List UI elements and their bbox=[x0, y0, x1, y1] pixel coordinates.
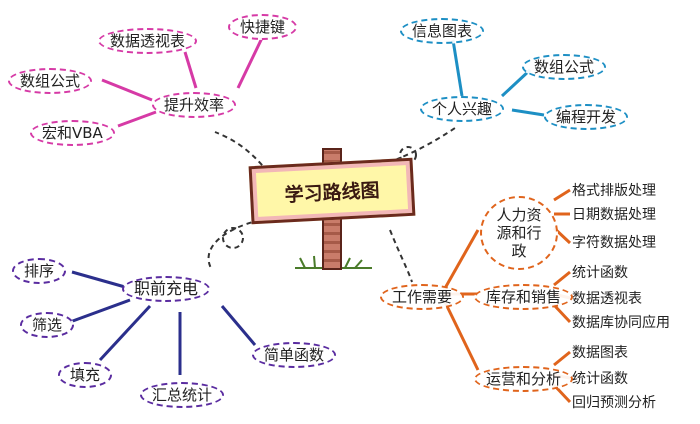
node-infographic: 信息图表 bbox=[400, 18, 485, 44]
hr-item-string: 字符数据处理 bbox=[572, 235, 656, 251]
node-array-formula-2: 数组公式 bbox=[522, 54, 607, 80]
node-interest: 个人兴趣 bbox=[420, 96, 505, 122]
node-simple-func: 简单函数 bbox=[252, 342, 337, 368]
sales-item-pivot: 数据透视表 bbox=[572, 291, 642, 307]
center-sign: 学习路线图 bbox=[248, 157, 416, 225]
hr-item-date: 日期数据处理 bbox=[572, 207, 656, 223]
node-precareer: 职前充电 bbox=[122, 276, 211, 302]
sales-item-stat: 统计函数 bbox=[572, 265, 628, 281]
node-pivot-table: 数据透视表 bbox=[98, 28, 198, 54]
node-filter: 筛选 bbox=[20, 312, 75, 338]
node-efficiency: 提升效率 bbox=[152, 92, 237, 118]
hr-item-format: 格式排版处理 bbox=[572, 183, 656, 199]
node-hr: 人力资源和行政 bbox=[480, 196, 558, 270]
node-sales: 库存和销售 bbox=[474, 284, 574, 310]
node-array-formula: 数组公式 bbox=[8, 68, 93, 94]
ops-item-chart: 数据图表 bbox=[572, 345, 628, 361]
ops-item-stat: 统计函数 bbox=[572, 371, 628, 387]
node-summary: 汇总统计 bbox=[140, 382, 225, 408]
node-programming: 编程开发 bbox=[544, 104, 629, 130]
node-work: 工作需要 bbox=[380, 284, 465, 310]
node-sort: 排序 bbox=[12, 258, 67, 284]
node-ops: 运营和分析 bbox=[474, 366, 574, 392]
node-vba: 宏和VBA bbox=[30, 120, 115, 146]
center-title: 学习路线图 bbox=[284, 179, 381, 206]
sales-item-db: 数据库协同应用 bbox=[572, 315, 670, 331]
node-shortcut: 快捷键 bbox=[228, 14, 298, 40]
node-fill: 填充 bbox=[58, 362, 113, 388]
ops-item-regression: 回归预测分析 bbox=[572, 395, 656, 411]
